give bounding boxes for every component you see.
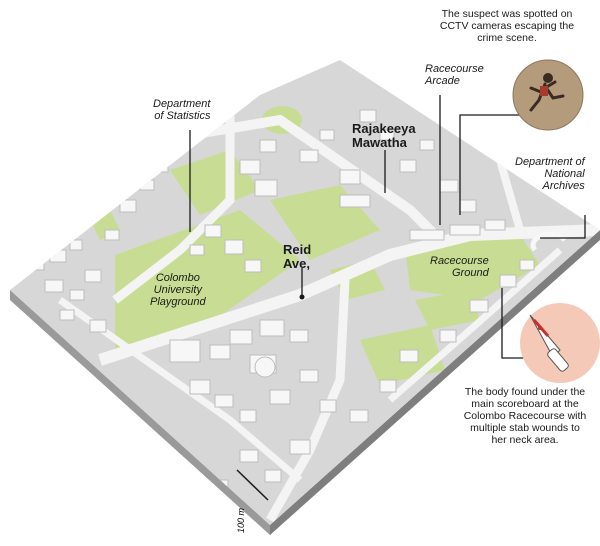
label-department-of-statistics: Department of Statistics	[153, 98, 211, 123]
map-base-side	[10, 290, 270, 535]
green-patch-east	[415, 290, 480, 330]
note-cctv: The suspect was spotted on CCTV cameras …	[439, 8, 575, 45]
map-base-side-right	[270, 230, 600, 535]
reid-avenue-road	[98, 224, 600, 366]
park-area-north	[170, 150, 260, 215]
road-southwest	[57, 297, 303, 483]
label-racecourse-arcade: Racecourse Arcade	[425, 63, 484, 88]
colombo-university-playground-area	[115, 210, 300, 350]
label-rajakeeya-mawatha: Rajakeeya Mawatha	[352, 121, 416, 151]
archives-crescent	[530, 231, 567, 252]
rajakeeya-mawatha-road	[159, 114, 444, 244]
note-body-found: The body found under the main scoreboard…	[463, 386, 587, 447]
road-southeast	[387, 247, 563, 403]
round-building	[254, 356, 276, 378]
diagonal-road-south	[266, 279, 350, 523]
bloody-knife-icon	[520, 303, 600, 383]
label-racecourse-ground: Racecourse Ground	[430, 255, 489, 280]
label-colombo-university-playground: Colombo University Playground	[150, 272, 206, 309]
scale-bar	[236, 469, 269, 501]
label-scale: 100 m	[236, 507, 246, 533]
label-reid-ave: Reid Ave,	[283, 242, 312, 272]
leader-lines	[189, 95, 586, 359]
reid-ave-marker	[299, 294, 305, 300]
running-suspect-photo	[512, 59, 584, 131]
label-department-of-national-archives: Department of National Archives	[515, 156, 585, 193]
